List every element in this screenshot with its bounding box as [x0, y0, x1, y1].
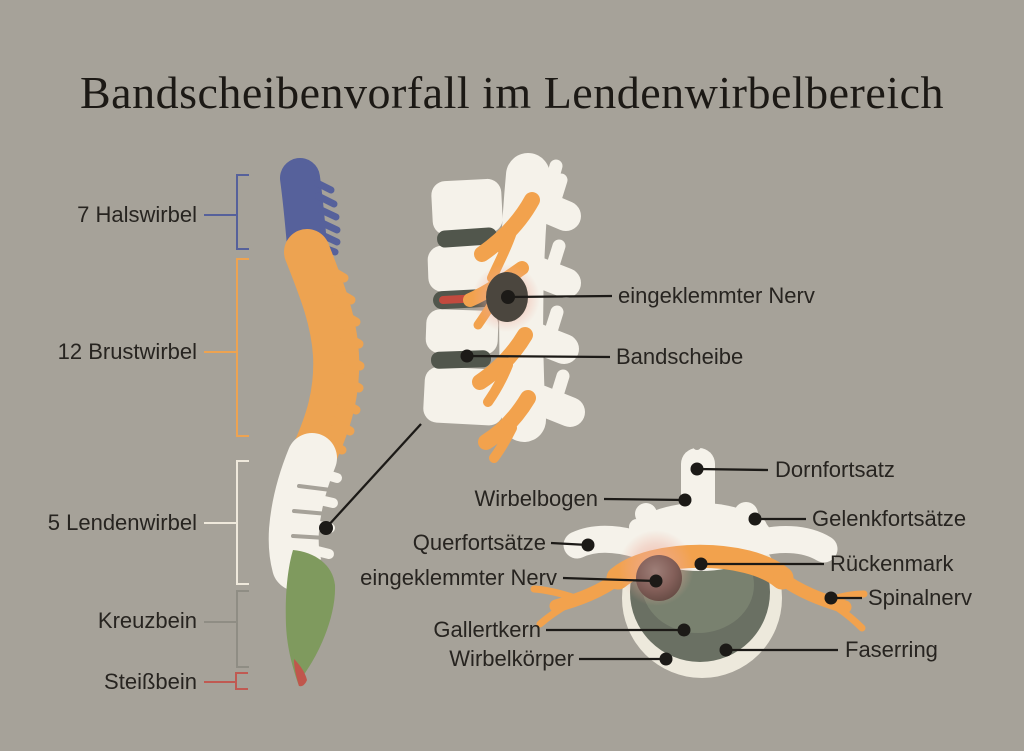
articular-processes: [629, 502, 767, 537]
label-sacrum: Kreuzbein: [97, 608, 197, 633]
spinous-process: [681, 442, 715, 544]
leader-lines: [466, 294, 862, 661]
bracket-cervical: [204, 174, 249, 250]
leader-dots: [460, 290, 838, 666]
label-vertebral-body: Wirbelkörper: [449, 646, 574, 671]
label-disc-side: Bandscheibe: [616, 344, 744, 369]
label-pinched-nerve-side: eingeklemmter Nerv: [618, 283, 815, 308]
label-nucleus: Gallertkern: [433, 617, 541, 642]
bracket-lumbar: [204, 460, 249, 585]
label-spinous-process: Dornfortsatz: [775, 457, 895, 482]
bracket-sacrum: [204, 590, 249, 668]
label-transverse-processes: Querfortsätze: [412, 530, 546, 555]
thoracic-spine-segment: [284, 229, 365, 475]
magnifier-connector-line: [319, 423, 422, 535]
label-coccyx: Steißbein: [104, 669, 197, 694]
bracket-thoracic: [204, 258, 249, 437]
side-view-figure: [423, 153, 585, 463]
label-thoracic: 12 Brustwirbel: [57, 339, 197, 364]
coccyx-segment: [294, 659, 307, 687]
label-vertebral-arch: Wirbelbogen: [474, 486, 598, 511]
bracket-coccyx: [204, 672, 248, 690]
label-pinched-nerve-cross: eingeklemmter Nerv: [360, 565, 557, 590]
sacrum-segment: [285, 550, 336, 686]
label-annulus: Faserring: [845, 637, 938, 662]
lumbar-spine-segment: [268, 433, 342, 591]
label-cervical: 7 Halswirbel: [77, 202, 197, 227]
label-spinal-cord: Rückenmark: [830, 551, 954, 576]
label-lumbar: 5 Lendenwirbel: [47, 510, 197, 535]
cross-section-figure: [530, 442, 868, 678]
page-title: Bandscheibenvorfall im Lendenwirbelberei…: [79, 67, 944, 118]
label-articular-processes: Gelenkfortsätze: [812, 506, 967, 531]
label-spinal-nerve: Spinalnerv: [868, 585, 972, 610]
spine-overview-figure: [204, 158, 365, 690]
